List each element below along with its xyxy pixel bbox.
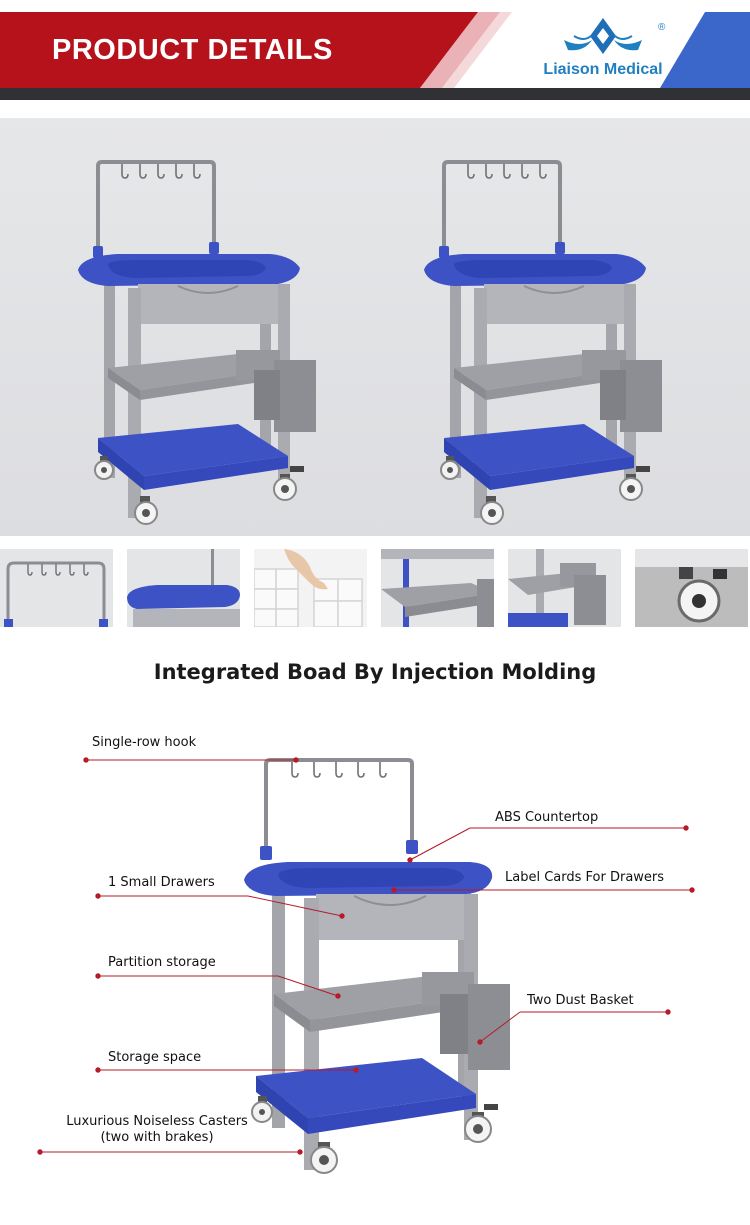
callout-label-cards: Label Cards For Drawers <box>505 870 665 885</box>
cart-illustration <box>37 757 695 1174</box>
thumbnail-partition-shelf[interactable] <box>381 549 494 627</box>
logo-emblem-icon <box>564 18 642 54</box>
cart-right-view <box>422 160 664 526</box>
thumbnail-partition-tray[interactable] <box>254 549 367 627</box>
labeled-cart-diagram: Single-row hook ABS Countertop 1 Small D… <box>0 720 750 1190</box>
section-heading: Integrated Boad By Injection Molding <box>153 660 597 684</box>
cart-left-view <box>76 160 318 526</box>
callout-casters-line2: (two with brakes) <box>100 1130 214 1145</box>
callout-countertop: ABS Countertop <box>495 810 599 825</box>
header-banner <box>0 12 750 88</box>
brand-logo: ® Liaison Medical <box>528 14 678 84</box>
callout-dust-basket: Two Dust Basket <box>527 993 634 1008</box>
thumbnail-countertop[interactable] <box>127 549 240 627</box>
callout-storage: Storage space <box>108 1050 202 1065</box>
page-header: PRODUCT DETAILS ® Liaison Medical <box>0 0 750 100</box>
callout-partition: Partition storage <box>108 955 216 970</box>
page-title: PRODUCT DETAILS <box>52 34 333 66</box>
header-divider-bar <box>0 88 750 100</box>
hero-product-photo <box>0 118 750 536</box>
callout-casters: Luxurious Noiseless Casters (two with br… <box>56 1114 258 1145</box>
callout-drawers: 1 Small Drawers <box>108 875 215 890</box>
callout-leaders <box>37 757 695 1155</box>
thumbnail-caster-brake[interactable] <box>635 549 748 627</box>
thumbnail-hook-rail[interactable] <box>0 549 113 627</box>
thumbnail-strip <box>0 549 750 627</box>
brand-name: Liaison Medical <box>543 61 663 78</box>
thumbnail-dust-basket[interactable] <box>508 549 621 627</box>
callout-hook: Single-row hook <box>92 735 197 750</box>
registered-mark: ® <box>658 22 666 33</box>
callout-casters-line1: Luxurious Noiseless Casters <box>66 1114 248 1129</box>
